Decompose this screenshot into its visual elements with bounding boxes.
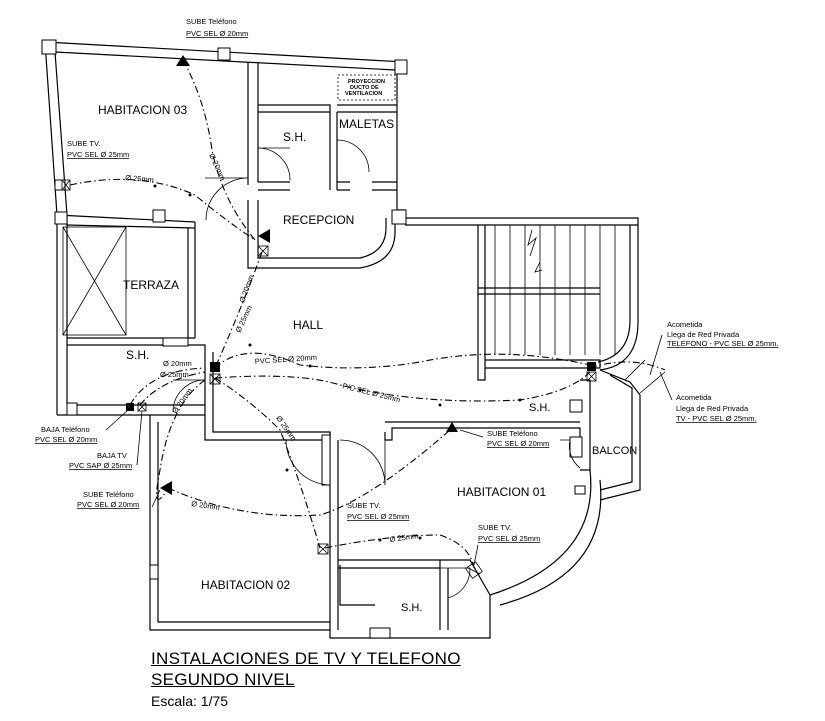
drawing-scale: Escala: 1/75 bbox=[151, 693, 229, 709]
svg-text:BAJA Teléfono: BAJA Teléfono bbox=[41, 425, 90, 434]
svg-text:Llega de Red Privada: Llega de Red Privada bbox=[676, 404, 749, 413]
svg-text:VENTILACION: VENTILACION bbox=[345, 91, 382, 97]
room-sh-right: S.H. bbox=[529, 402, 550, 414]
drawing-title: INSTALACIONES DE TV Y TELEFONO bbox=[151, 649, 461, 668]
svg-text:Acometida: Acometida bbox=[667, 320, 703, 329]
drawing-subtitle: SEGUNDO NIVEL bbox=[151, 670, 295, 689]
svg-text:DUCTO DE: DUCTO DE bbox=[350, 85, 379, 91]
note-sube-telefono-hab01: SUBE Teléfono PVC SEL Ø 20mm bbox=[487, 429, 549, 448]
outlet-symbols bbox=[61, 55, 597, 579]
phone-riser-icon bbox=[258, 229, 270, 243]
svg-text:PVC SEL Ø 20mm: PVC SEL Ø 20mm bbox=[487, 439, 549, 448]
note-baja-telefono: BAJA Teléfono PVC SEL Ø 20mm bbox=[35, 425, 97, 444]
room-maletas: MALETAS bbox=[339, 117, 394, 131]
terraza-hatch bbox=[62, 226, 127, 336]
note-sube-tv-right: SUBE TV. PVC SEL Ø 25mm bbox=[478, 523, 540, 543]
svg-text:PVC SEL Ø 20mm: PVC SEL Ø 20mm bbox=[35, 435, 97, 444]
room-habitacion-02: HABITACION 02 bbox=[201, 578, 290, 592]
svg-text:Ø 25mm: Ø 25mm bbox=[125, 173, 154, 184]
svg-text:SUBE Teléfono: SUBE Teléfono bbox=[186, 17, 237, 26]
svg-text:BAJA TV: BAJA TV bbox=[97, 451, 127, 460]
svg-text:SUBE TV.: SUBE TV. bbox=[347, 501, 380, 510]
svg-text:Ø 20mm: Ø 20mm bbox=[207, 152, 227, 182]
room-terraza: TERRAZA bbox=[123, 278, 179, 292]
columns bbox=[41, 39, 586, 639]
note-left-tv: SUBE TV. PVC SEL Ø 25mm bbox=[67, 139, 129, 159]
room-habitacion-01: HABITACION 01 bbox=[457, 485, 546, 499]
conduit-labels: Ø 25mm Ø 20mm Ø 20mm Ø 25mm PVC SEL Ø 20… bbox=[125, 152, 419, 544]
svg-text:Ø 25mm: Ø 25mm bbox=[274, 414, 298, 443]
svg-text:Ø 25mm: Ø 25mm bbox=[234, 304, 254, 334]
svg-text:Acometida: Acometida bbox=[676, 393, 712, 402]
phone-riser-icon bbox=[160, 481, 172, 495]
note-sube-tv-center: SUBE TV. PVC SEL Ø 25mm bbox=[347, 501, 409, 521]
room-habitacion-03: HABITACION 03 bbox=[98, 103, 187, 117]
svg-text:TELEFONO - PVC SEL Ø 25mm.: TELEFONO - PVC SEL Ø 25mm. bbox=[667, 339, 778, 348]
svg-text:SUBE TV.: SUBE TV. bbox=[67, 139, 100, 148]
room-sh-top: S.H. bbox=[283, 130, 306, 144]
svg-text:PVC SEL Ø 20mm: PVC SEL Ø 20mm bbox=[255, 353, 318, 366]
svg-text:SUBE Teléfono: SUBE Teléfono bbox=[487, 429, 538, 438]
svg-text:PROYECCION: PROYECCION bbox=[348, 79, 385, 85]
tv-outlet-icon bbox=[257, 245, 269, 257]
tv-outlet-icon bbox=[61, 179, 71, 191]
leaders bbox=[105, 334, 673, 566]
svg-text:SUBE Teléfono: SUBE Teléfono bbox=[83, 490, 134, 499]
ventilation-duct-note: PROYECCION DUCTO DE VENTILACION bbox=[337, 74, 396, 101]
svg-text:P/C SEL Ø 25mm: P/C SEL Ø 25mm bbox=[342, 381, 402, 404]
svg-text:Ø 25mm: Ø 25mm bbox=[389, 531, 419, 544]
svg-text:Llega de Red Privada: Llega de Red Privada bbox=[667, 330, 740, 339]
conduits bbox=[69, 59, 666, 569]
note-acometida-telefono: Acometida Llega de Red Privada TELEFONO … bbox=[667, 320, 778, 348]
note-sube-telefono-left: SUBE Teléfono PVC SEL Ø 20mm bbox=[77, 490, 139, 509]
stair-treads bbox=[478, 225, 616, 355]
svg-text:Ø 20mm: Ø 20mm bbox=[163, 359, 192, 368]
note-acometida-tv: Acometida Llega de Red Privada TV - PVC … bbox=[676, 393, 757, 423]
room-sh-bottom: S.H. bbox=[401, 602, 422, 614]
note-top-phone: SUBE Teléfono PVC SEL Ø 20mm bbox=[186, 17, 248, 38]
svg-text:SUBE TV.: SUBE TV. bbox=[478, 523, 511, 532]
svg-text:Ø 20mm: Ø 20mm bbox=[191, 499, 221, 512]
svg-text:PVC SEL Ø 25mm: PVC SEL Ø 25mm bbox=[347, 512, 409, 521]
junction-box-icon bbox=[126, 402, 147, 412]
note-baja-tv: BAJA TV PVC SAP Ø 25mm bbox=[69, 451, 132, 470]
tv-outlet-icon bbox=[317, 543, 329, 555]
svg-text:PVC SAP Ø 25mm: PVC SAP Ø 25mm bbox=[69, 461, 132, 470]
tv-outlet-icon bbox=[465, 561, 483, 579]
drawing-title-block: INSTALACIONES DE TV Y TELEFONO SEGUNDO N… bbox=[151, 648, 461, 710]
svg-text:Ø 25mm: Ø 25mm bbox=[160, 370, 189, 379]
svg-text:Ø 20mm: Ø 20mm bbox=[237, 274, 255, 304]
room-hall: HALL bbox=[293, 318, 323, 332]
walls bbox=[44, 41, 666, 639]
doors bbox=[172, 139, 581, 599]
room-recepcion: RECEPCION bbox=[283, 213, 354, 227]
room-sh-left: S.H. bbox=[126, 348, 149, 362]
svg-text:Ø 20mm: Ø 20mm bbox=[170, 386, 194, 415]
svg-text:TV - PVC SEL Ø 25mm.: TV - PVC SEL Ø 25mm. bbox=[676, 414, 757, 423]
junction-box-icon bbox=[586, 362, 597, 382]
room-balcon: BALCON bbox=[592, 445, 637, 457]
svg-text:PVC SEL Ø 25mm: PVC SEL Ø 25mm bbox=[478, 534, 540, 543]
junction-box-icon bbox=[209, 362, 221, 385]
svg-text:PVC SEL Ø 20mm: PVC SEL Ø 20mm bbox=[77, 500, 139, 509]
phone-riser-icon bbox=[176, 55, 190, 66]
svg-text:PVC SEL Ø 20mm: PVC SEL Ø 20mm bbox=[186, 29, 248, 38]
phone-riser-icon bbox=[446, 422, 458, 432]
svg-text:PVC SEL Ø 25mm: PVC SEL Ø 25mm bbox=[67, 150, 129, 159]
